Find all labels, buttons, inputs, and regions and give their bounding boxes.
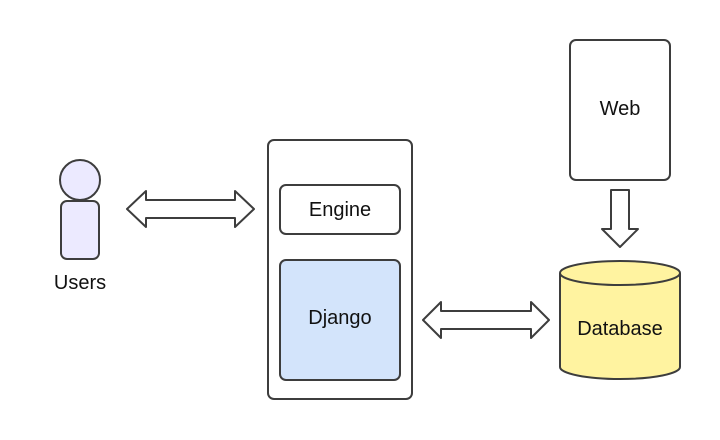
- engine-node: Engine: [279, 184, 401, 235]
- users-node: Users: [54, 159, 106, 294]
- users-server-arrow: [126, 190, 255, 228]
- engine-label: Engine: [309, 199, 371, 221]
- database-label: Database: [577, 318, 663, 340]
- web-label: Web: [600, 98, 641, 120]
- database-node: Database: [559, 260, 681, 380]
- django-label: Django: [308, 307, 371, 329]
- django-node: Django: [279, 259, 401, 381]
- web-database-arrow: [601, 189, 639, 248]
- users-label: Users: [54, 272, 106, 294]
- web-node: Web: [569, 39, 671, 181]
- cylinder-icon: [559, 260, 681, 380]
- person-icon: [59, 159, 101, 260]
- django-database-arrow: [422, 301, 550, 339]
